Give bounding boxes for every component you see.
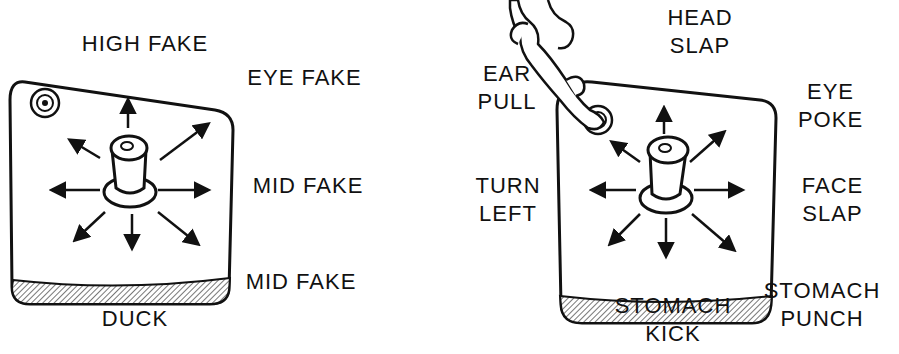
direction-label: HIGH FAKE xyxy=(70,30,220,58)
direction-label: TURN LEFT xyxy=(458,172,558,228)
direction-label: EYE POKE xyxy=(778,78,883,134)
fire-button xyxy=(37,95,53,111)
direction-label: EAR PULL xyxy=(462,60,552,116)
direction-label: MID FAKE xyxy=(226,268,376,296)
joystick xyxy=(640,137,692,213)
direction-label: STOMACH KICK xyxy=(598,292,748,348)
direction-label: STOMACH PUNCH xyxy=(752,277,892,333)
joystick xyxy=(104,136,156,207)
direction-label: MID FAKE xyxy=(238,172,378,200)
left-panel xyxy=(10,82,233,304)
fire-button xyxy=(31,89,59,117)
direction-arrows xyxy=(52,100,208,248)
right-panel xyxy=(510,0,776,323)
fire-button xyxy=(42,100,48,106)
direction-label: FACE SLAP xyxy=(780,172,885,228)
direction-label: HEAD SLAP xyxy=(650,4,750,60)
direction-label: EYE FAKE xyxy=(232,64,377,92)
direction-label: DUCK xyxy=(85,305,185,333)
direction-arrows xyxy=(592,108,742,256)
panel-outline xyxy=(10,82,233,304)
panel-rim xyxy=(12,278,230,304)
